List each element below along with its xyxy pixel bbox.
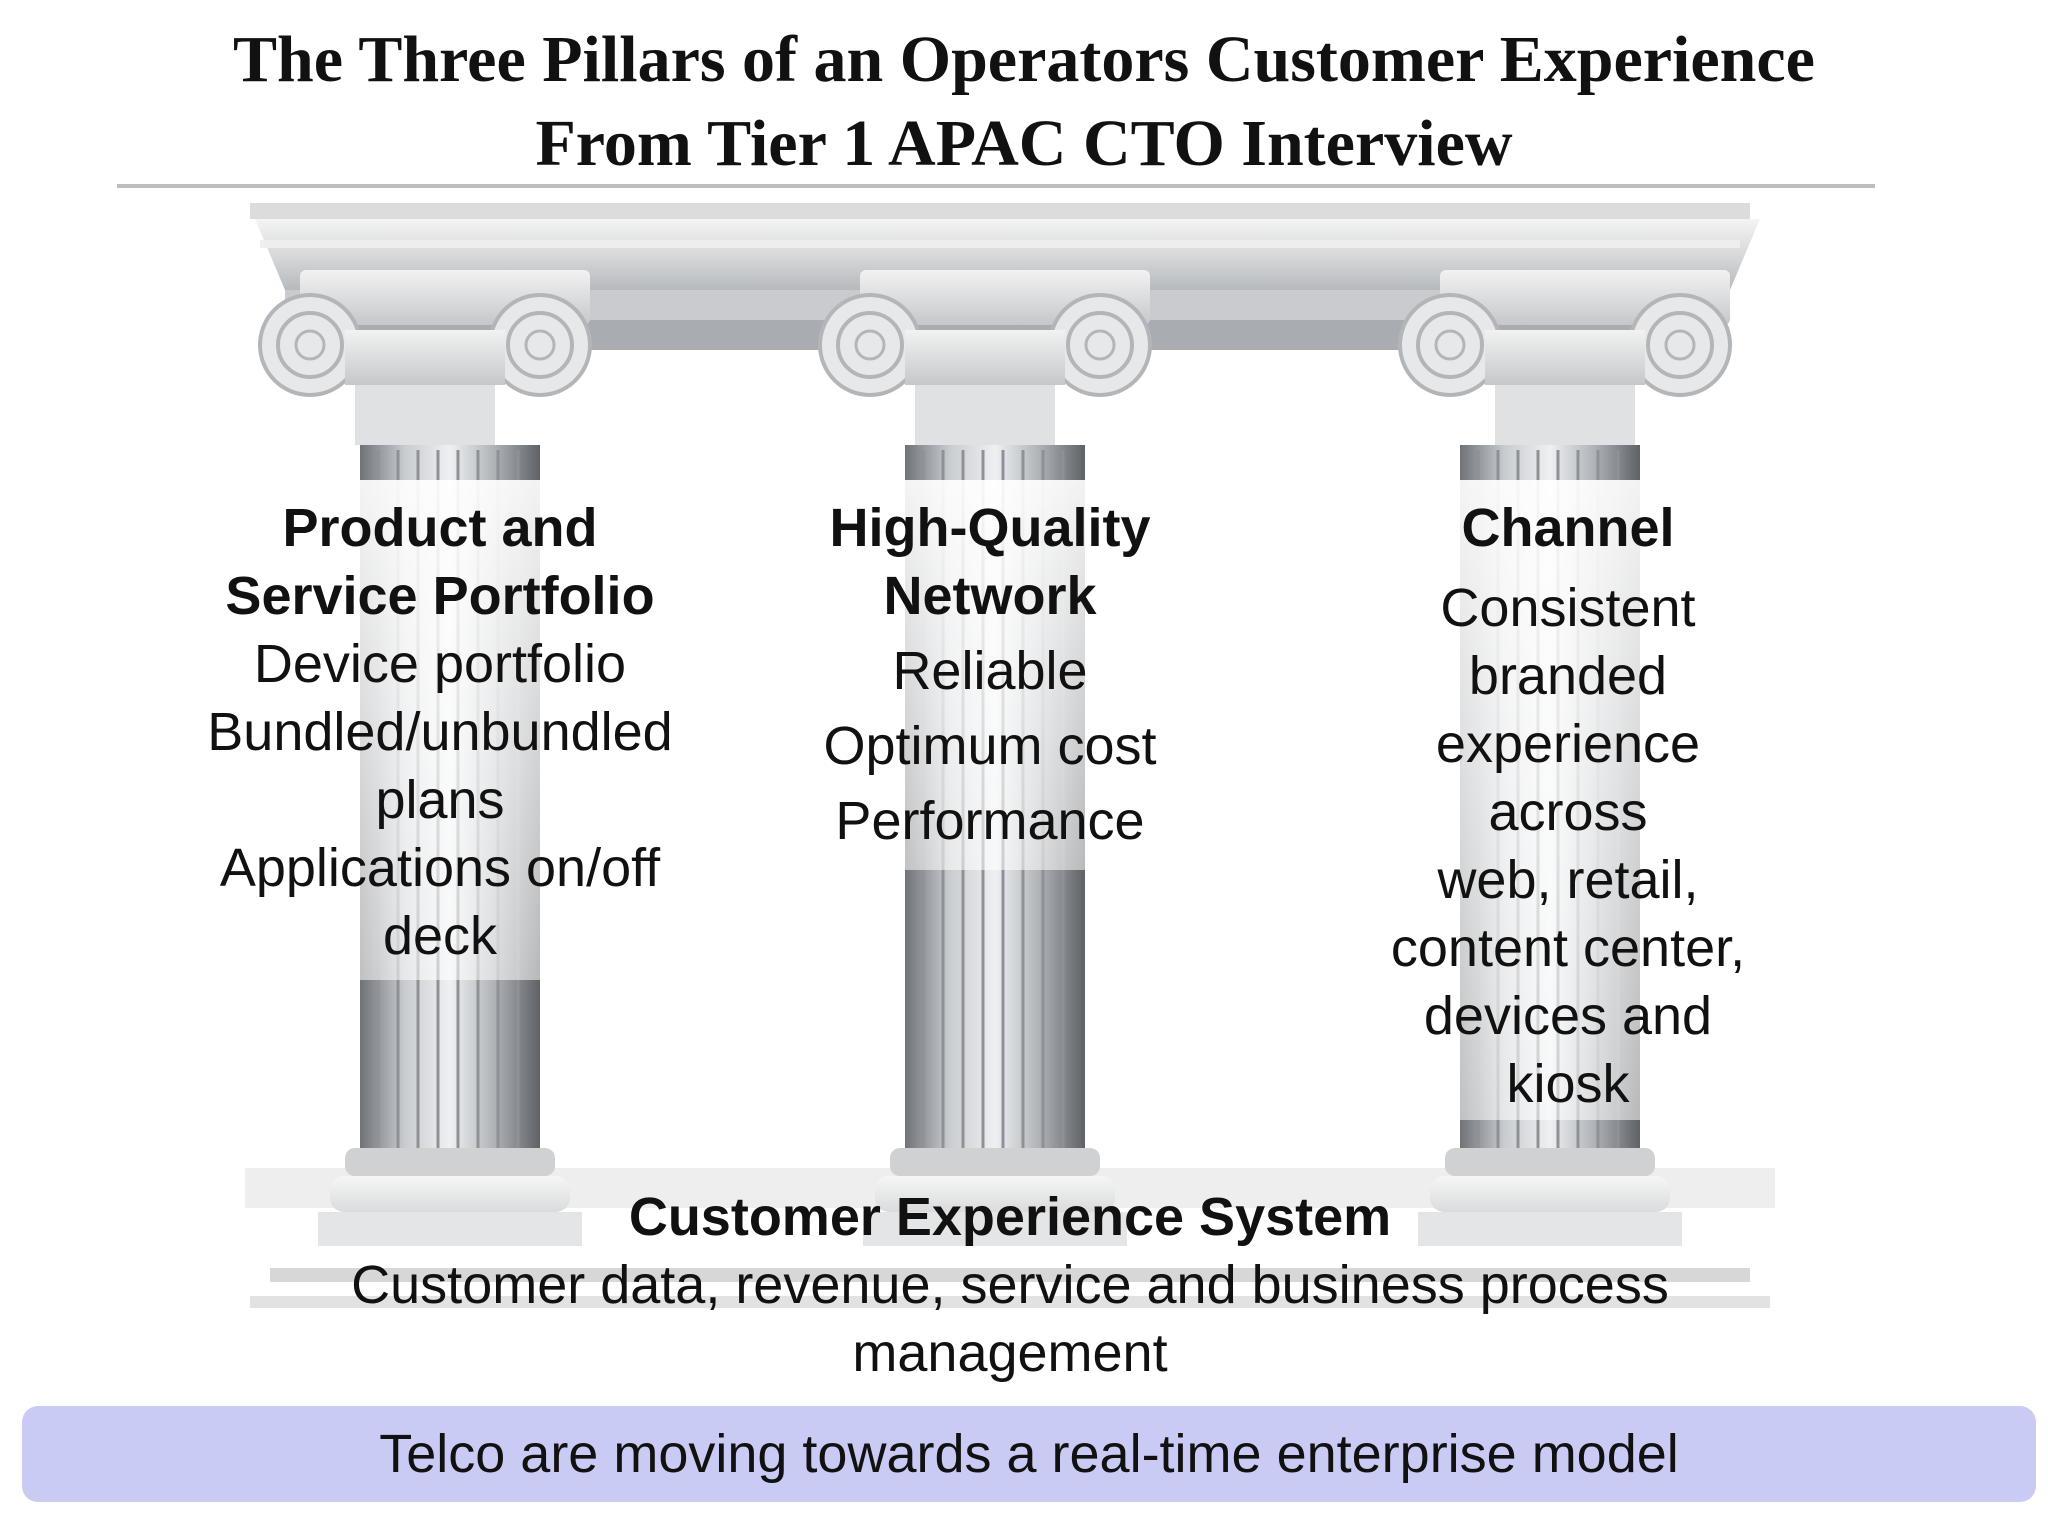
pillar-heading: High-Quality — [829, 498, 1151, 558]
pillar-item: content center, — [1390, 918, 1746, 978]
pillar-heading: Channel — [1461, 498, 1675, 558]
pillar-heading: Network — [883, 566, 1097, 626]
page-title: The Three Pillars of an Operators Custom… — [0, 18, 2048, 186]
foundation-item: Customer data, revenue, service and busi… — [351, 1255, 1669, 1315]
pillar-item: Consistent — [1440, 578, 1696, 638]
foundation-item: management — [852, 1323, 1168, 1383]
pillar-item: Performance — [835, 791, 1145, 851]
pillar-heading: Product and — [282, 498, 598, 558]
pillar-item: kiosk — [1506, 1054, 1630, 1114]
pillar-item: Reliable — [892, 641, 1088, 701]
pillar-item: Optimum cost — [823, 716, 1157, 776]
pillar-item: branded — [1468, 646, 1668, 706]
foundation-heading: Customer Experience System — [628, 1187, 1392, 1247]
pillar-item: deck — [382, 906, 498, 966]
pillar-item: Device portfolio — [253, 634, 627, 694]
title-line-1: The Three Pillars of an Operators Custom… — [233, 23, 1815, 96]
title-line-2: From Tier 1 APAC CTO Interview — [535, 107, 1513, 180]
pillar-network: High-Quality Network Reliable Optimum co… — [690, 494, 1290, 862]
pillar-item: Applications on/off — [219, 838, 661, 898]
pillar-item: Bundled/unbundled — [207, 702, 673, 762]
foundation-customer-experience-system: Customer Experience System Customer data… — [200, 1183, 1820, 1387]
pillar-item: devices and — [1423, 986, 1713, 1046]
summary-banner: Telco are moving towards a real-time ent… — [22, 1406, 2036, 1502]
pillar-item: experience — [1435, 714, 1701, 774]
pillar-item: web, retail, — [1437, 850, 1699, 910]
title-divider — [117, 184, 1875, 188]
pillar-item: plans — [375, 770, 505, 830]
pillar-item: across — [1488, 782, 1648, 842]
pillar-heading: Service Portfolio — [225, 566, 655, 626]
pillar-product-service: Product and Service Portfolio Device por… — [140, 494, 740, 970]
pillar-channel: Channel Consistent branded experience ac… — [1268, 494, 1868, 1118]
